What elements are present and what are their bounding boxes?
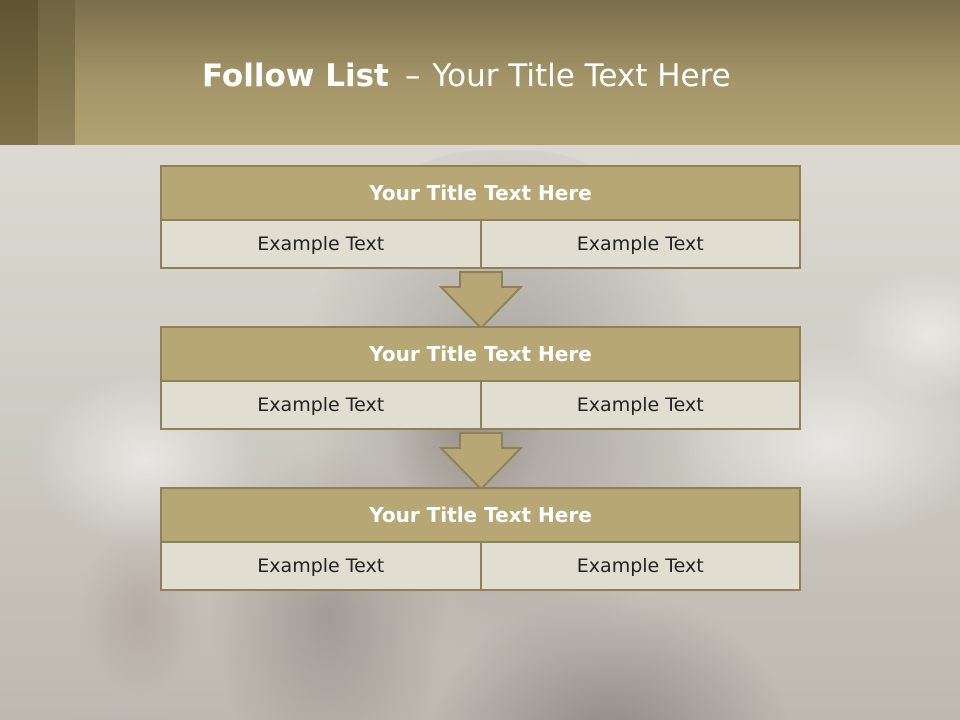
slide-title-text: Your Title Text Here [432,58,731,94]
block-title[interactable]: Your Title Text Here [160,487,801,543]
slide-title-bold: Follow List [202,58,389,94]
header-band [0,0,960,145]
block-cell-left[interactable]: Example Text [160,219,482,269]
slide-title[interactable]: Follow List–Your Title Text Here [202,56,731,96]
down-arrow-icon [439,432,523,491]
block-cell-right[interactable]: Example Text [479,219,801,269]
block-cell-left[interactable]: Example Text [160,380,482,430]
header-stripe [0,0,38,145]
list-block-1[interactable]: Your Title Text Here Example Text Exampl… [160,165,801,269]
block-row: Example Text Example Text [160,219,801,269]
block-row: Example Text Example Text [160,380,801,430]
slide-title-separator: – [404,58,421,94]
down-arrow-icon [439,271,523,330]
header-stripe [38,0,75,145]
list-block-3[interactable]: Your Title Text Here Example Text Exampl… [160,487,801,591]
block-title[interactable]: Your Title Text Here [160,326,801,382]
block-cell-left[interactable]: Example Text [160,541,482,591]
block-title[interactable]: Your Title Text Here [160,165,801,221]
block-cell-right[interactable]: Example Text [479,541,801,591]
block-row: Example Text Example Text [160,541,801,591]
list-block-2[interactable]: Your Title Text Here Example Text Exampl… [160,326,801,430]
block-cell-right[interactable]: Example Text [479,380,801,430]
